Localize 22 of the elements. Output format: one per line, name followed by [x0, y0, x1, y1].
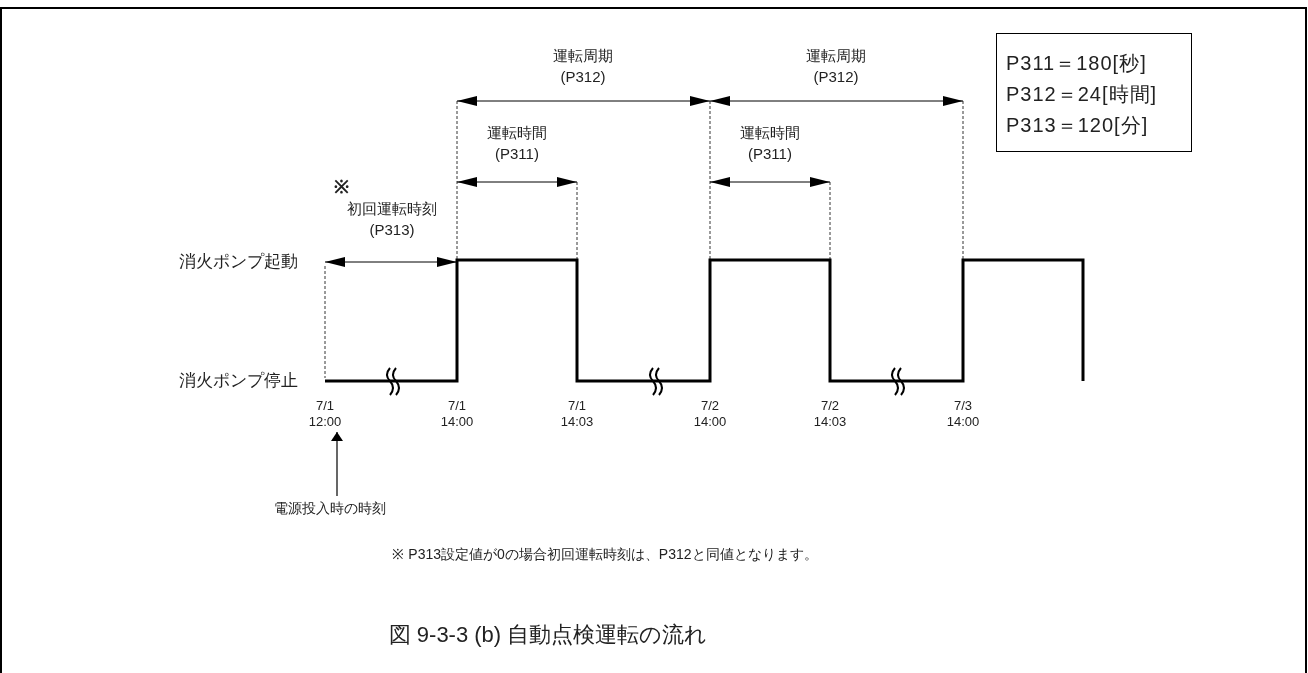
- time-label: 7/1 14:00: [439, 398, 475, 430]
- parameter-box: [996, 33, 1192, 152]
- arrow: [331, 431, 343, 497]
- time-label: 7/1 12:00: [303, 398, 347, 432]
- dimension-label: 運転時間 (P311): [486, 123, 548, 164]
- axis-label: 消火ポンプ停止: [178, 370, 298, 392]
- dimension-label: 運転時間 (P311): [739, 123, 801, 164]
- figure-caption: 図 9-3-3 (b) 自動点検運転の流れ: [387, 621, 709, 649]
- dimension-label: 運転周期 (P312): [805, 46, 867, 87]
- parameter-text: P311＝180[秒]: [1006, 51, 1147, 76]
- time-label: 7/1 14:03: [559, 398, 595, 430]
- time-label: 7/3 14:00: [945, 398, 981, 430]
- dimension-label: 初回運転時刻 (P313): [346, 199, 438, 240]
- axis-label: 消火ポンプ起動: [178, 251, 298, 273]
- annotation-text: 電源投入時の時刻: [260, 496, 400, 520]
- time-label: 7/2 14:03: [812, 398, 848, 430]
- time-label: 7/2 14:00: [692, 398, 728, 430]
- parameter-text: P313＝120[分]: [1006, 113, 1149, 138]
- dimension-label: 運転周期 (P312): [552, 46, 614, 87]
- note-text: ※ P313設定値が0の場合初回運転時刻は、P312と同値となります。: [391, 545, 819, 564]
- parameter-text: P312＝24[時間]: [1006, 82, 1158, 107]
- reference-mark: ※: [332, 176, 350, 198]
